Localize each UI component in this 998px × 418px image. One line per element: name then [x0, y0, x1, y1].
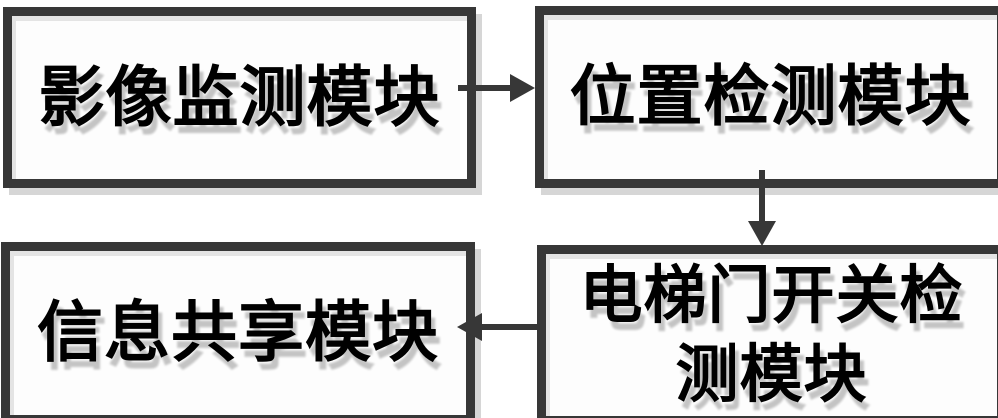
arrow-line-monitoring-to-position [458, 85, 514, 91]
box-position-detection-label: 位置检测模块 [569, 57, 972, 136]
box-image-monitoring: 影像监测模块 [3, 7, 476, 188]
arrow-right-icon [510, 74, 535, 102]
box-image-monitoring-label: 影像监测模块 [38, 57, 441, 136]
arrow-left-icon [457, 313, 482, 341]
arrow-line-door-to-sharing [479, 324, 537, 330]
box-information-sharing-label: 信息共享模块 [37, 293, 439, 372]
box-elevator-door-detection-label: 电梯门开关检 测模块 [580, 256, 964, 415]
box-elevator-door-detection-line1: 电梯门开关检 [579, 257, 964, 332]
box-elevator-door-detection: 电梯门开关检 测模块 [537, 245, 998, 418]
box-elevator-door-detection-line2: 测模块 [675, 337, 868, 411]
arrow-line-position-to-door [759, 170, 765, 223]
arrow-down-icon [748, 221, 776, 246]
box-information-sharing: 信息共享模块 [1, 242, 475, 418]
box-position-detection: 位置检测模块 [535, 6, 998, 188]
